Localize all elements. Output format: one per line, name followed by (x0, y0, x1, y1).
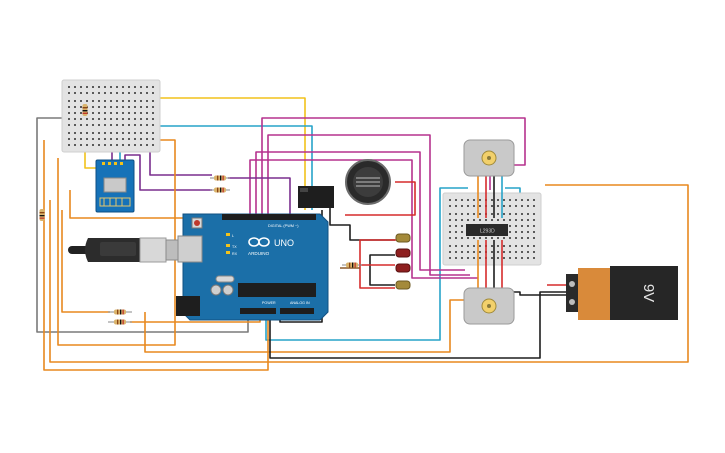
led-rx-label: RX (232, 252, 238, 256)
mini-breadboard-top[interactable] (61, 79, 161, 153)
motor-wires (477, 172, 503, 288)
digital-label: DIGITAL (PWM ~) (268, 224, 299, 228)
wire-dark-leds[interactable] (369, 254, 395, 286)
wire-orange-5[interactable] (61, 210, 110, 313)
resistor-6[interactable] (342, 262, 362, 268)
wire-magenta-2[interactable] (255, 151, 465, 271)
led-l-label: L (232, 234, 234, 238)
wires (36, 97, 689, 371)
relay-module[interactable] (298, 186, 334, 208)
resistor-on-breadboard[interactable] (82, 104, 88, 116)
wire-orange-4[interactable] (144, 299, 478, 353)
usb-port (177, 235, 203, 263)
arduino-uno-board[interactable]: ARDUINO UNO DIGITAL (PWM ~) POWER ANALOG… (176, 213, 329, 321)
resistor-5[interactable] (108, 319, 132, 325)
model-label: UNO (274, 238, 294, 248)
wire-magenta-3[interactable] (267, 134, 470, 276)
wire-red-buzzer[interactable] (345, 181, 416, 216)
analog-header[interactable] (280, 308, 314, 314)
crystal (215, 275, 235, 283)
led-tx (226, 244, 230, 247)
resistor-3[interactable] (39, 209, 45, 221)
arduino-logo (248, 237, 270, 247)
wire-orange-2[interactable] (57, 139, 176, 346)
led-red-1[interactable] (395, 248, 411, 258)
led-yellow-2[interactable] (395, 280, 411, 290)
battery-label: 9V (640, 284, 657, 302)
power-jack (176, 296, 200, 316)
esp8266-wifi-module[interactable] (95, 159, 135, 213)
resistor-2[interactable] (210, 187, 230, 193)
wire-purple-2[interactable] (124, 154, 212, 191)
led-yellow-1[interactable] (395, 233, 411, 243)
digital-header[interactable] (222, 214, 316, 220)
power-header[interactable] (240, 308, 276, 314)
motor-driver-label: L293D (480, 229, 495, 235)
wire-dark-battery[interactable] (269, 291, 572, 359)
dc-motor-bottom[interactable] (463, 287, 515, 325)
wire-orange-3[interactable] (49, 184, 689, 363)
resistor-4[interactable] (108, 309, 132, 315)
brand-label: ARDUINO (248, 251, 270, 256)
reset-button-cap (194, 220, 200, 226)
usb-cable[interactable] (68, 237, 185, 263)
piezo-buzzer[interactable] (345, 159, 391, 205)
motor-driver-chip[interactable]: L293D (466, 224, 508, 236)
wire-cyan-bottom[interactable] (265, 187, 468, 341)
led-rx (226, 251, 230, 254)
wire-orange-outer[interactable] (43, 140, 269, 371)
dc-motor-top[interactable] (463, 139, 515, 177)
resistor-1[interactable] (210, 175, 230, 181)
capacitor-2 (222, 284, 234, 296)
breadboard-holes (68, 86, 154, 146)
led-l (226, 233, 230, 236)
analog-label: ANALOG IN (290, 301, 310, 305)
wire-red-leds-2[interactable] (359, 265, 395, 289)
led-tx-label: TX (232, 245, 237, 249)
power-label: POWER (262, 301, 276, 305)
battery-9v[interactable]: 9V (566, 266, 678, 320)
atmega-chip (238, 283, 316, 297)
led-red-2[interactable] (395, 263, 411, 273)
capacitor-1 (210, 284, 222, 296)
wire-red-leds[interactable] (359, 239, 408, 266)
wire-purple-3[interactable] (228, 177, 291, 215)
wire-gray[interactable] (36, 117, 249, 333)
